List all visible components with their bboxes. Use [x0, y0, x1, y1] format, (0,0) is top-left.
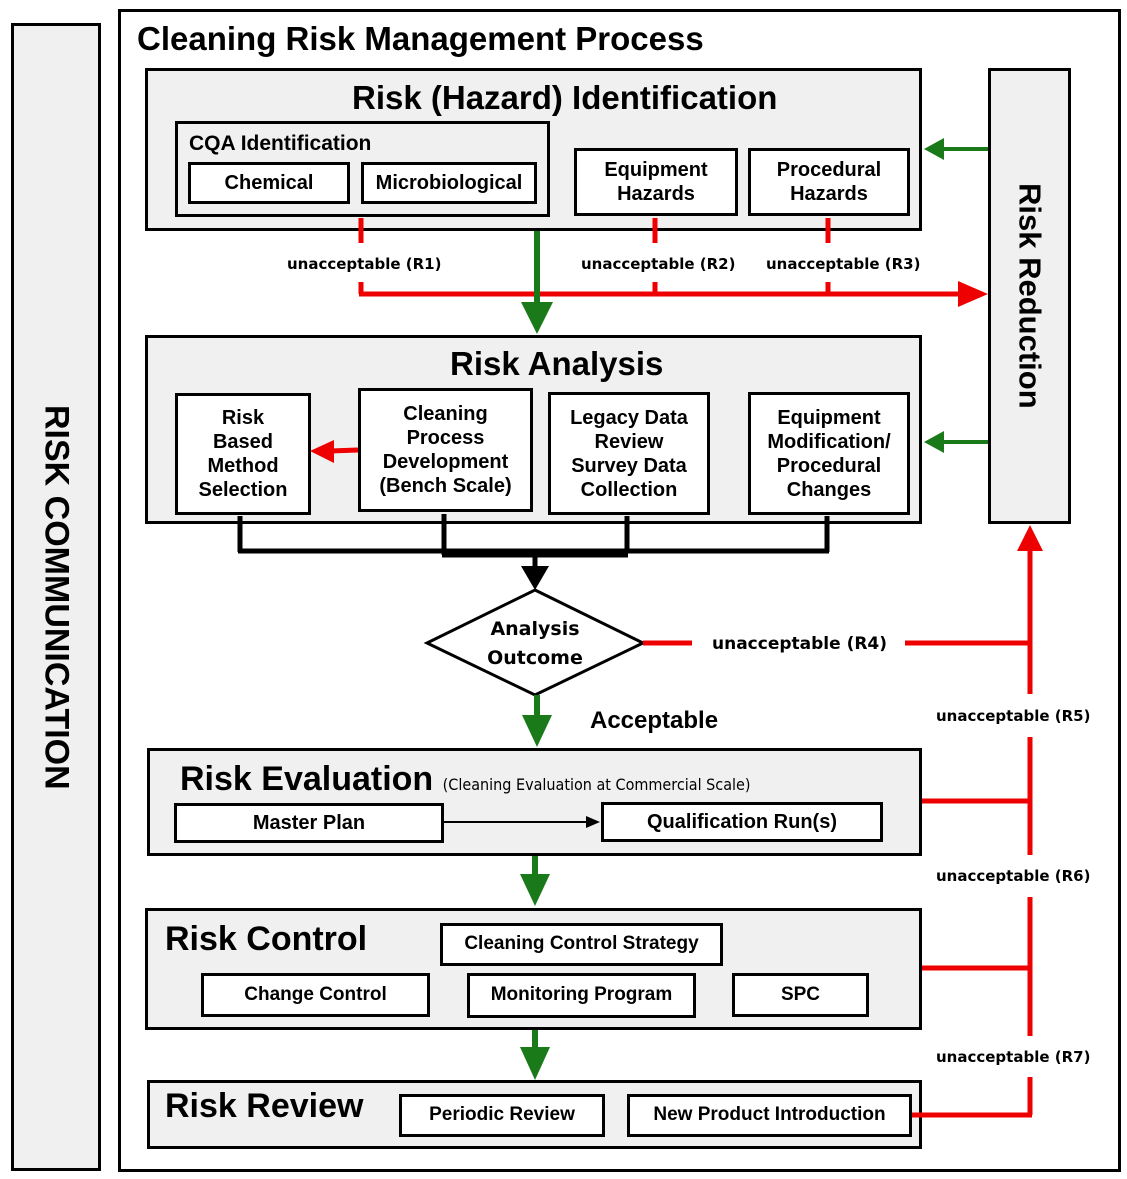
risk-based-method-selection: Risk Based Method Selection — [175, 393, 311, 515]
acceptable-label: Acceptable — [590, 707, 719, 734]
reject-label-r1: unacceptable (R1) — [287, 255, 442, 273]
reject-label-r6: unacceptable (R6) — [936, 867, 1091, 885]
change-control: Change Control — [201, 973, 430, 1017]
new-product-introduction: New Product Introduction — [627, 1094, 912, 1137]
risk-evaluation-title-text: Risk Evaluation — [180, 760, 434, 798]
cleaning-control-strategy: Cleaning Control Strategy — [440, 923, 723, 966]
periodic-review: Periodic Review — [399, 1094, 605, 1137]
risk-reduction-label: Risk Reduction — [1012, 183, 1048, 409]
risk-reduction-panel: Risk Reduction — [988, 68, 1071, 524]
risk-evaluation-title: Risk Evaluation (Cleaning Evaluation at … — [180, 760, 751, 799]
spc: SPC — [732, 973, 869, 1017]
master-plan: Master Plan — [174, 803, 444, 843]
legacy-data-review: Legacy Data Review Survey Data Collectio… — [548, 392, 710, 515]
cqa-chemical: Chemical — [188, 162, 350, 204]
analysis-outcome-label: Analysis Outcome — [487, 618, 583, 670]
equipment-modification: Equipment Modification/ Procedural Chang… — [748, 392, 910, 515]
cleaning-process-development: Cleaning Process Development (Bench Scal… — [358, 388, 533, 512]
reject-label-r2: unacceptable (R2) — [581, 255, 736, 273]
reject-label-r7: unacceptable (R7) — [936, 1048, 1091, 1066]
reject-label-r5: unacceptable (R5) — [936, 707, 1091, 725]
monitoring-program: Monitoring Program — [467, 973, 696, 1018]
equipment-hazards: Equipment Hazards — [574, 148, 738, 216]
qualification-runs: Qualification Run(s) — [601, 802, 883, 842]
reject-label-r3: unacceptable (R3) — [766, 255, 921, 273]
risk-evaluation-subtitle: (Cleaning Evaluation at Commercial Scale… — [442, 775, 751, 794]
risk-review-title: Risk Review — [165, 1087, 364, 1125]
cqa-identification-title: CQA Identification — [189, 132, 372, 155]
risk-control-title: Risk Control — [165, 920, 368, 958]
reject-label-r4: unacceptable (R4) — [712, 634, 888, 654]
risk-communication-label: RISK COMMUNICATION — [37, 404, 76, 790]
procedural-hazards: Procedural Hazards — [748, 148, 910, 216]
risk-identification-title: Risk (Hazard) Identification — [352, 79, 778, 116]
cqa-microbiological: Microbiological — [361, 162, 537, 204]
risk-communication-banner: RISK COMMUNICATION — [11, 23, 101, 1171]
risk-analysis-title: Risk Analysis — [450, 345, 664, 382]
main-title: Cleaning Risk Management Process — [137, 20, 704, 57]
